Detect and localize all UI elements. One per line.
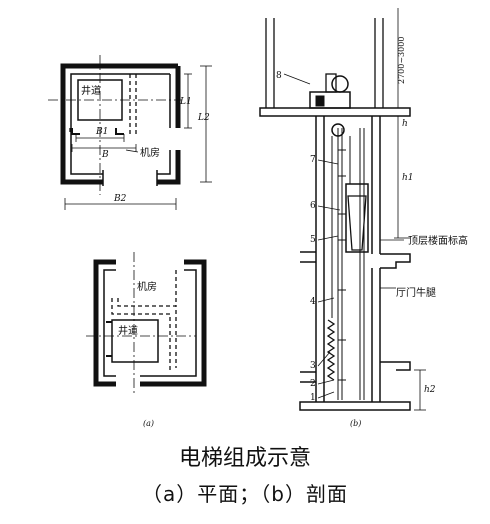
section-sub-label: (b) xyxy=(350,419,361,428)
elevator-drawing: 井道 机房 B1 B B2 L1 L2 机房 井道 (a) xyxy=(48,8,468,428)
section-dim-h1: h1 xyxy=(402,173,414,183)
section-dim-top: 2700~3000 xyxy=(397,37,406,84)
section-dim-h: h xyxy=(402,119,408,129)
plan-dim-l1: L1 xyxy=(179,97,192,107)
plan-inner-wall xyxy=(70,73,171,175)
plan-dim-b1: B1 xyxy=(95,127,108,137)
hoist-machine xyxy=(309,73,351,109)
machine-room-slab xyxy=(259,107,411,117)
lower-inner-wall xyxy=(103,269,197,377)
callout-6: 6 xyxy=(310,201,316,211)
lower-car-dashed xyxy=(111,270,177,370)
plan-dim-b: B xyxy=(101,150,109,160)
lower-label-shaft: 井道 xyxy=(118,324,138,337)
pit-floor xyxy=(299,401,411,411)
lower-label-machine-room: 机房 xyxy=(137,280,157,293)
lower-shaft-box xyxy=(111,319,159,363)
plan-label-machine-room: 机房 xyxy=(140,146,160,159)
plan-label-shaft: 井道 xyxy=(81,84,101,97)
plan-view-upper xyxy=(48,55,212,210)
caption-subtitle: （a）平面；（b）剖面 xyxy=(142,482,348,506)
plan-sub-label: (a) xyxy=(143,419,154,428)
section-view xyxy=(259,8,426,411)
plan-view-lower xyxy=(86,252,207,394)
callout-4: 4 xyxy=(310,297,316,307)
plan-dim-b2: B2 xyxy=(113,194,127,204)
plan-outer-wall xyxy=(60,63,181,185)
buffer-spring xyxy=(326,319,336,381)
callout-2: 2 xyxy=(310,379,316,389)
sheave xyxy=(331,123,345,137)
lower-outer-wall xyxy=(93,259,207,387)
guide-rails xyxy=(337,128,365,400)
callout-8: 8 xyxy=(276,71,282,81)
section-dim-h2: h2 xyxy=(424,385,436,395)
label-top-floor: 顶层楼面标高 xyxy=(408,234,468,247)
plan-car-dashed xyxy=(69,74,137,134)
plan-dim-l2: L2 xyxy=(197,113,210,123)
caption-title: 电梯组成示意 xyxy=(178,446,311,471)
callout-5: 5 xyxy=(310,235,316,245)
label-hall-door: 厅门牛腿 xyxy=(396,286,436,299)
callout-1: 1 xyxy=(310,393,316,403)
callout-7: 7 xyxy=(310,155,316,165)
car xyxy=(345,183,369,253)
callout-3: 3 xyxy=(310,361,316,371)
